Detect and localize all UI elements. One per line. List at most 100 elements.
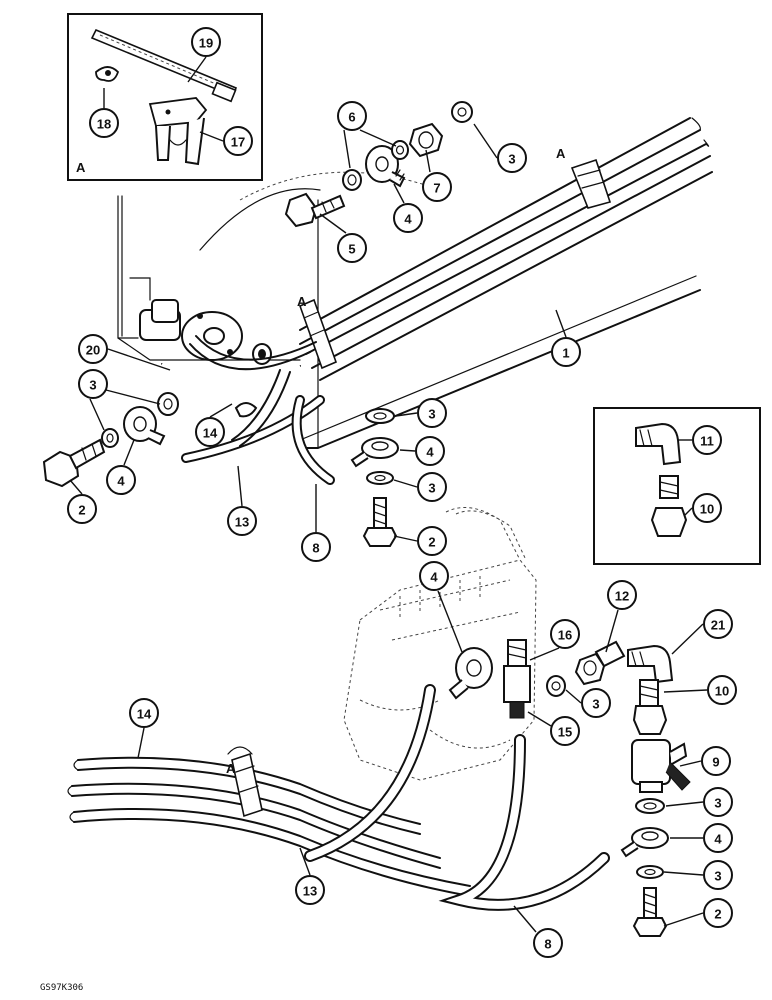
view-letter-a: A — [297, 294, 307, 309]
callout-10: 10 — [692, 493, 722, 523]
callout-12: 12 — [607, 580, 637, 610]
callout-21: 21 — [703, 609, 733, 639]
callout-number: 9 — [712, 755, 719, 770]
callout-3: 3 — [703, 860, 733, 890]
callout-8: 8 — [301, 532, 331, 562]
callout-circle — [419, 561, 449, 591]
callout-20: 20 — [78, 334, 108, 364]
callout-number: 3 — [508, 152, 515, 167]
callout-number: 4 — [117, 474, 125, 489]
callout-circle — [703, 860, 733, 890]
callout-circle — [550, 716, 580, 746]
callout-3: 3 — [417, 472, 447, 502]
callout-circle — [227, 506, 257, 536]
callout-number: 3 — [714, 869, 721, 884]
callout-7: 7 — [422, 172, 452, 202]
callout-circle — [106, 465, 136, 495]
pipe-bundle-upper — [298, 117, 713, 381]
callout-circle — [195, 417, 225, 447]
callout-number: 2 — [78, 503, 85, 518]
callout-3: 3 — [417, 398, 447, 428]
callout-labels: 1918176374512031442133432811104122116315… — [67, 27, 737, 958]
callout-8: 8 — [533, 928, 563, 958]
callout-number: 4 — [426, 445, 434, 460]
callout-number: 14 — [203, 426, 218, 441]
callout-number: 4 — [404, 212, 412, 227]
callout-number: 10 — [715, 684, 729, 699]
figure-code: GS97K306 — [40, 983, 83, 993]
callout-4: 4 — [703, 823, 733, 853]
callout-number: 3 — [428, 407, 435, 422]
callout-circle — [417, 398, 447, 428]
callout-circle — [581, 688, 611, 718]
callout-15: 15 — [550, 716, 580, 746]
callout-6: 6 — [337, 101, 367, 131]
callout-14: 14 — [195, 417, 225, 447]
callout-number: 6 — [348, 110, 355, 125]
callout-circle — [393, 203, 423, 233]
callout-number: 15 — [558, 725, 572, 740]
callout-number: 21 — [711, 618, 725, 633]
callout-circle — [89, 108, 119, 138]
callout-number: 17 — [231, 135, 245, 150]
callout-17: 17 — [223, 126, 253, 156]
callout-number: 2 — [428, 535, 435, 550]
callout-number: 10 — [700, 502, 714, 517]
callout-circle — [417, 526, 447, 556]
callout-circle — [295, 875, 325, 905]
callout-circle — [191, 27, 221, 57]
leader-lines — [69, 56, 708, 933]
callout-circle — [301, 532, 331, 562]
callout-16: 16 — [550, 619, 580, 649]
callout-3: 3 — [581, 688, 611, 718]
callout-number: 4 — [430, 570, 438, 585]
callout-number: 11 — [700, 434, 714, 449]
callout-circle — [707, 675, 737, 705]
callout-circle — [703, 823, 733, 853]
callout-18: 18 — [89, 108, 119, 138]
callout-number: 5 — [348, 242, 355, 257]
callout-number: 3 — [89, 378, 96, 393]
center-fittings — [350, 408, 399, 547]
callout-14: 14 — [129, 698, 159, 728]
callout-number: 7 — [433, 181, 440, 196]
callout-circle — [422, 172, 452, 202]
hoses-upper — [160, 335, 335, 485]
callout-circle — [703, 898, 733, 928]
callout-number: 12 — [615, 589, 629, 604]
callout-circle — [550, 619, 580, 649]
callout-number: 8 — [544, 937, 551, 952]
callout-3: 3 — [497, 143, 527, 173]
callout-2: 2 — [417, 526, 447, 556]
callout-circle — [415, 436, 445, 466]
callout-13: 13 — [227, 506, 257, 536]
callout-circle — [607, 580, 637, 610]
callout-number: 18 — [97, 117, 111, 132]
callout-circle — [67, 494, 97, 524]
callout-10: 10 — [707, 675, 737, 705]
view-letter-a: A — [226, 761, 236, 776]
callout-circle — [417, 472, 447, 502]
callout-number: 16 — [558, 628, 572, 643]
callout-circle — [337, 101, 367, 131]
callout-number: 14 — [137, 707, 152, 722]
view-letter-a: A — [556, 146, 566, 161]
callout-number: 19 — [199, 36, 213, 51]
callout-number: 2 — [714, 907, 721, 922]
callout-3: 3 — [78, 369, 108, 399]
callout-4: 4 — [415, 436, 445, 466]
callout-circle — [701, 746, 731, 776]
right-fittings — [546, 640, 691, 937]
callout-circle — [78, 334, 108, 364]
callout-4: 4 — [393, 203, 423, 233]
callout-9: 9 — [701, 746, 731, 776]
callout-circle — [551, 337, 581, 367]
callout-2: 2 — [703, 898, 733, 928]
callout-19: 19 — [191, 27, 221, 57]
callout-number: 13 — [303, 884, 317, 899]
callout-circle — [692, 425, 722, 455]
callout-number: 13 — [235, 515, 249, 530]
inset-detail-a — [67, 13, 263, 181]
